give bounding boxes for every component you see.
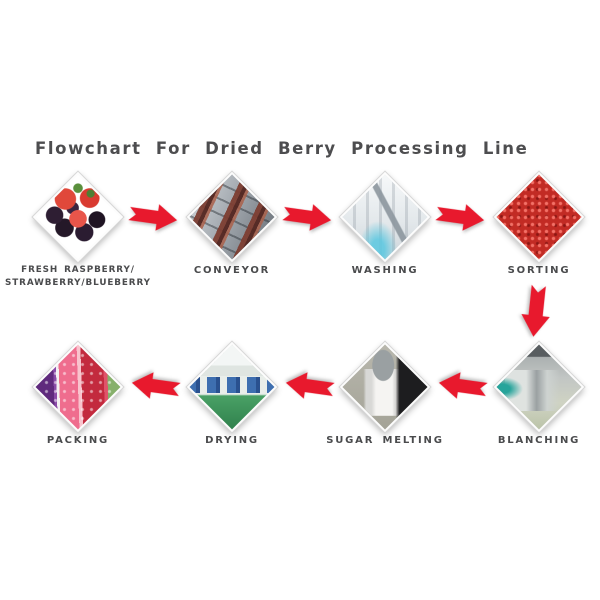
step-washing: WASHING xyxy=(301,170,469,277)
arrow-right-icon xyxy=(435,204,485,231)
arrow-down-icon xyxy=(521,284,550,337)
step-sugar-melting: SUGAR MELTING xyxy=(301,340,469,447)
arrow-right-icon xyxy=(128,204,178,231)
step-label-washing: WASHING xyxy=(351,265,419,276)
step-sorting: SORTING xyxy=(455,170,600,277)
conveyor-photo xyxy=(187,172,277,262)
step-label-sorting: SORTING xyxy=(507,265,571,276)
arrow-left-icon xyxy=(438,372,488,399)
step-fresh-berries: FRESH RASPBERRY/ STRAWBERRY/BLUEBERRY xyxy=(0,170,162,289)
fresh-berries-photo xyxy=(33,172,123,262)
arrow-right-icon xyxy=(282,204,332,231)
packing-photo xyxy=(33,342,123,432)
step-label-sugar-melting: SUGAR MELTING xyxy=(326,435,444,446)
step-label-conveyor: CONVEYOR xyxy=(193,265,271,276)
blanching-photo xyxy=(494,342,584,432)
step-packing: PACKING xyxy=(0,340,162,447)
step-label-packing: PACKING xyxy=(46,435,110,446)
sorting-photo xyxy=(494,172,584,262)
step-conveyor: CONVEYOR xyxy=(148,170,316,277)
step-label-drying: DRYING xyxy=(205,435,259,446)
sugar-melting-photo xyxy=(340,342,430,432)
arrow-left-icon xyxy=(285,372,335,399)
step-blanching: BLANCHING xyxy=(455,340,600,447)
drying-photo xyxy=(187,342,277,432)
step-drying: DRYING xyxy=(148,340,316,447)
step-label-blanching: BLANCHING xyxy=(497,435,581,446)
step-label-fresh-berries: FRESH RASPBERRY/ STRAWBERRY/BLUEBERRY xyxy=(5,265,151,288)
page-title: Flowchart For Dried Berry Processing Lin… xyxy=(35,139,529,158)
arrow-left-icon xyxy=(131,372,181,399)
washing-photo xyxy=(340,172,430,262)
